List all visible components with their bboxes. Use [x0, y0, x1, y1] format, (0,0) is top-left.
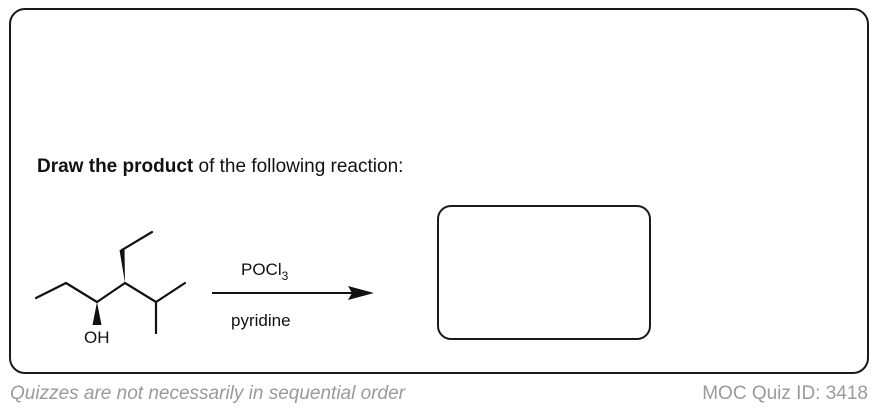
- bond-c2-c3: [64, 281, 99, 304]
- bond-c1-c2: [34, 281, 68, 300]
- bond-c4-c5: [123, 281, 158, 304]
- bond-c3-c4: [95, 281, 127, 304]
- wedge-bond-hydroxyl: [92, 302, 102, 325]
- wedge-bond-ethyl: [119, 250, 125, 283]
- hydroxyl-label: OH: [84, 328, 110, 347]
- answer-box[interactable]: [437, 205, 651, 340]
- reagent-below: pyridine: [231, 311, 291, 330]
- question-prompt: Draw the product of the following reacti…: [37, 156, 403, 178]
- prompt-bold: Draw the product: [37, 156, 194, 177]
- bond-c5-c6: [154, 281, 187, 304]
- bond-ethyl: [120, 230, 154, 252]
- starting-material-skeleton: [34, 230, 187, 335]
- reaction-arrow-head: [348, 286, 374, 300]
- prompt-rest: of the following reaction:: [193, 156, 404, 177]
- footer-disclaimer: Quizzes are not necessarily in sequentia…: [10, 383, 405, 404]
- reagent-above: POCl3: [241, 260, 289, 283]
- quiz-id: MOC Quiz ID: 3418: [702, 383, 868, 404]
